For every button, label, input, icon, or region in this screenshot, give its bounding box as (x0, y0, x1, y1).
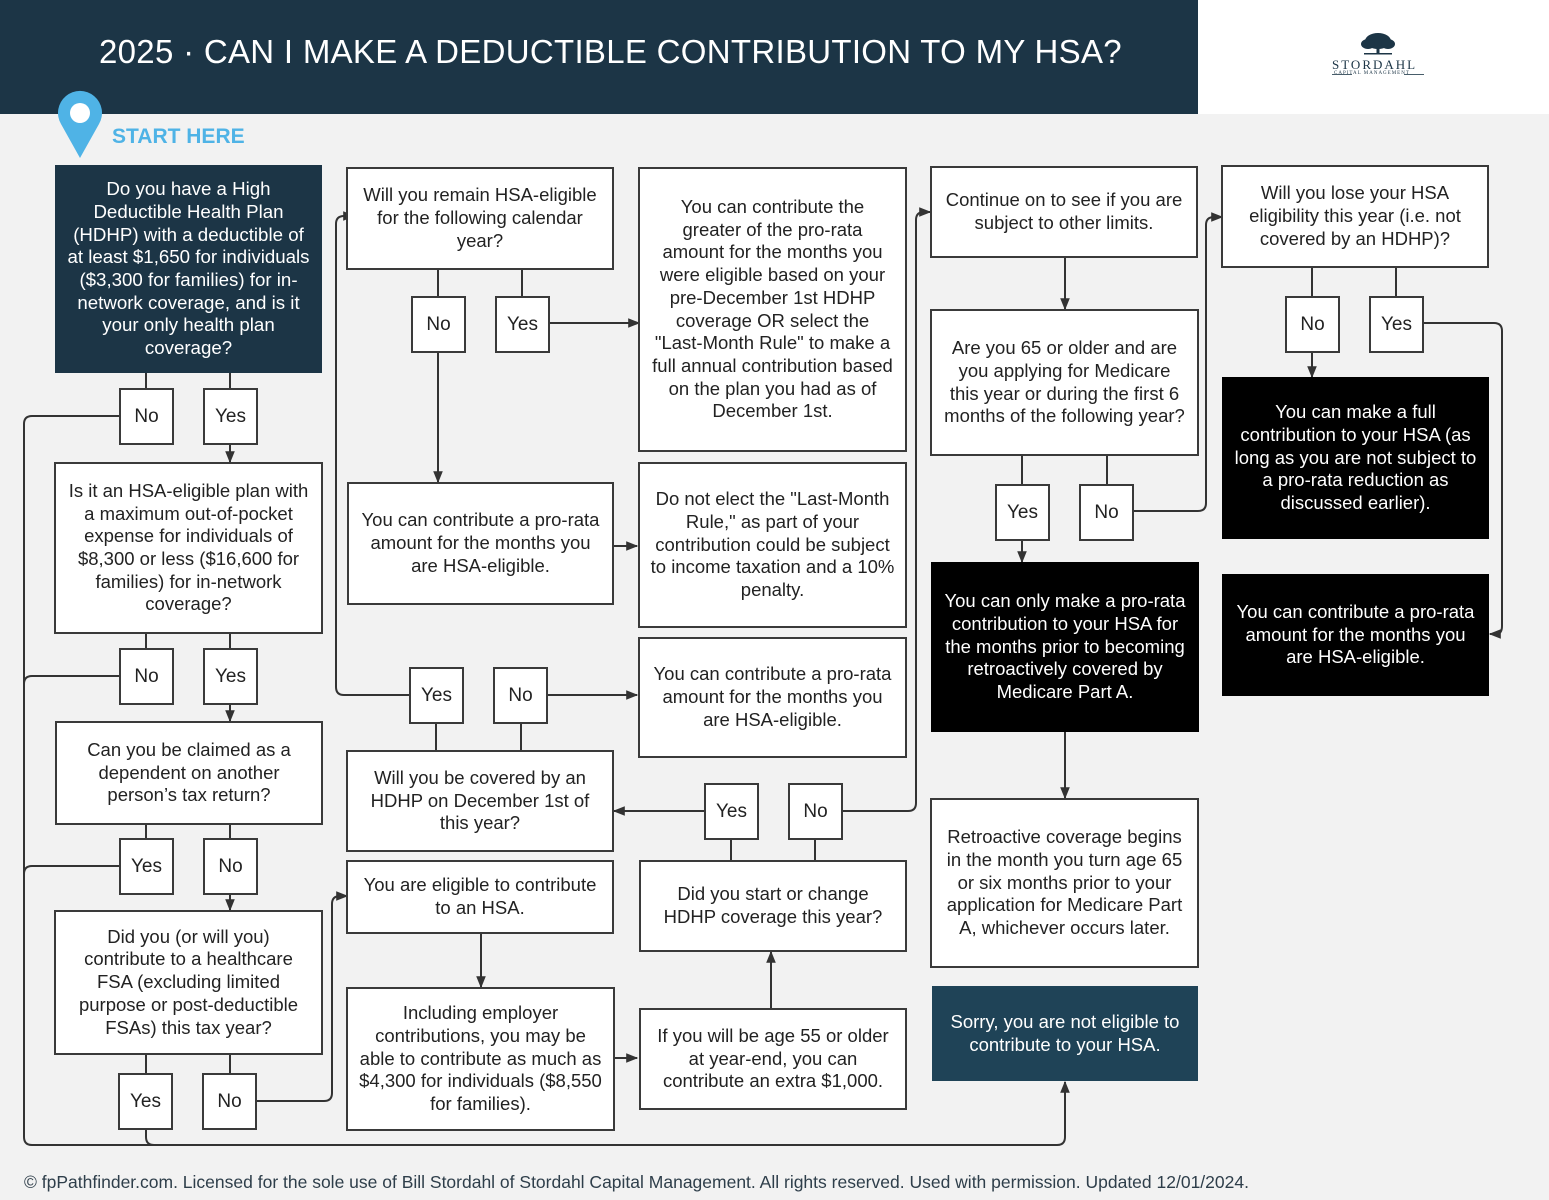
question-out-of-pocket: Is it an HSA-eligible plan with a maximu… (54, 462, 323, 634)
result-not-eligible: Sorry, you are not eligible to contribut… (932, 986, 1198, 1081)
result-greater-of-pro-rata: You can contribute the greater of the pr… (638, 167, 907, 452)
result-pro-rata-middle: You can contribute a pro-rata amount for… (347, 482, 614, 605)
answer-yes-december[interactable]: Yes (409, 667, 464, 724)
question-start-or-change: Did you start or change HDHP coverage th… (639, 860, 907, 952)
header-bar (0, 0, 1198, 114)
answer-no-hdhp[interactable]: No (119, 388, 174, 445)
page-title: 2025 · CAN I MAKE A DEDUCTIBLE CONTRIBUT… (99, 33, 1122, 70)
answer-yes-dependent[interactable]: Yes (119, 838, 174, 895)
answer-no-oop[interactable]: No (119, 648, 174, 705)
answer-yes-hdhp[interactable]: Yes (203, 388, 258, 445)
result-pro-rata-column5: You can contribute a pro-rata amount for… (1222, 574, 1489, 696)
logo-name: STORDAHL (1332, 57, 1418, 72)
answer-no-fsa[interactable]: No (202, 1073, 257, 1130)
answer-yes-medicare[interactable]: Yes (995, 484, 1050, 541)
footer-copyright: © fpPathfinder.com. Licensed for the sol… (24, 1172, 1249, 1192)
question-december-coverage: Will you be covered by an HDHP on Decemb… (346, 750, 614, 852)
answer-yes-lose[interactable]: Yes (1369, 296, 1424, 353)
question-healthcare-fsa: Did you (or will you) contribute to a he… (54, 910, 323, 1055)
question-remain-eligible: Will you remain HSA-eligible for the fol… (346, 167, 614, 270)
question-dependent: Can you be claimed as a dependent on ano… (55, 721, 323, 825)
result-full-contribution: You can make a full contribution to your… (1222, 377, 1489, 539)
answer-yes-start-change[interactable]: Yes (704, 783, 759, 840)
answer-no-dependent[interactable]: No (203, 838, 258, 895)
answer-yes-fsa[interactable]: Yes (118, 1073, 173, 1130)
answer-no-medicare[interactable]: No (1079, 484, 1134, 541)
result-pro-rata-column3: You can contribute a pro-rata amount for… (638, 637, 907, 758)
result-age-55-catch-up: If you will be age 55 or older at year-e… (639, 1008, 907, 1110)
answer-yes-oop[interactable]: Yes (203, 648, 258, 705)
question-medicare: Are you 65 or older and are you applying… (930, 309, 1199, 456)
result-employer-contributions: Including employer contributions, you ma… (346, 987, 615, 1131)
logo-panel (1198, 0, 1549, 114)
start-here-label: START HERE (112, 125, 245, 148)
answer-no-remain[interactable]: No (411, 296, 466, 353)
result-do-not-elect: Do not elect the "Last-Month Rule," as p… (638, 462, 907, 628)
answer-yes-remain[interactable]: Yes (495, 296, 550, 353)
answer-no-december[interactable]: No (493, 667, 548, 724)
tree-logo-icon (1332, 33, 1424, 75)
answer-no-start-change[interactable]: No (788, 783, 843, 840)
question-lose-eligibility: Will you lose your HSA eligibility this … (1221, 165, 1489, 268)
answer-no-lose[interactable]: No (1285, 296, 1340, 353)
result-retroactive-coverage: Retroactive coverage begins in the month… (930, 798, 1199, 968)
result-continue: Continue on to see if you are subject to… (930, 166, 1198, 258)
question-hdhp: Do you have a High Deductible Health Pla… (55, 165, 322, 373)
result-eligible: You are eligible to contribute to an HSA… (346, 860, 614, 934)
logo-subtitle: CAPITAL MANAGEMENT (1334, 71, 1410, 76)
location-pin-icon (58, 90, 102, 158)
result-medicare-pro-rata: You can only make a pro-rata contributio… (931, 562, 1199, 732)
